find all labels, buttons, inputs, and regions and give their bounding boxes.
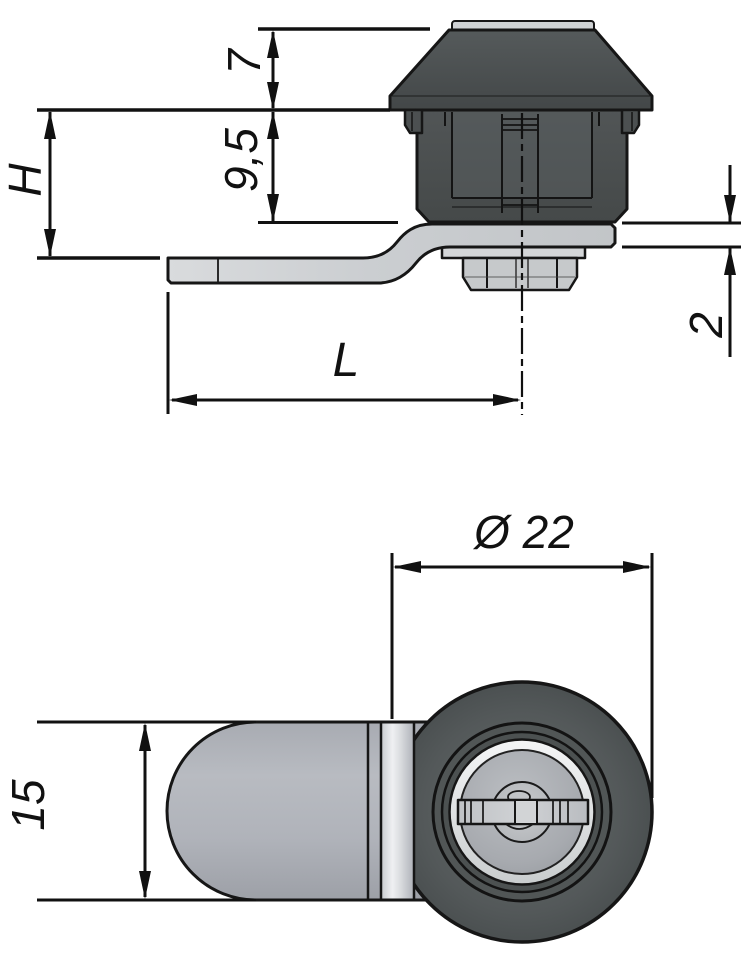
dim-label-cam-length: L: [333, 334, 360, 387]
front-view-dimensions: Ø 22 15: [2, 506, 654, 902]
arrowhead: [267, 194, 279, 222]
lock-cap: [388, 28, 654, 112]
side-view-dimensions: 7 9,5 H 2 L: [0, 27, 741, 414]
body-clip-left: [403, 108, 424, 135]
arrowhead: [724, 247, 736, 275]
arrowhead: [267, 111, 279, 139]
arrowhead: [169, 394, 197, 406]
arrowhead: [139, 871, 151, 899]
body-clip-right: [620, 108, 641, 135]
arrowhead: [44, 229, 56, 257]
boss-detail-bottom: [505, 823, 534, 830]
arrowhead: [724, 195, 736, 223]
side-view: [166, 20, 654, 415]
key-slot-center: [514, 799, 538, 825]
cam-bracket-strip: [381, 722, 414, 900]
arrowhead: [44, 111, 56, 139]
dim-label-diameter: Ø 22: [472, 506, 574, 558]
front-view: [165, 680, 654, 944]
arrowhead: [267, 82, 279, 110]
arrowhead: [493, 394, 521, 406]
dim-label-install-height: H: [0, 163, 51, 197]
washer: [440, 245, 587, 260]
dim-label-cap-height: 7: [218, 48, 270, 75]
arrowhead: [623, 561, 651, 573]
dim-label-cam-thickness: 2: [680, 312, 732, 339]
arrowhead: [139, 723, 151, 751]
arrowhead: [267, 30, 279, 58]
dim-label-cam-width: 15: [2, 779, 54, 831]
mounting-nut: [461, 256, 579, 292]
arrowhead: [393, 561, 421, 573]
cam-lever: [166, 222, 617, 285]
dim-label-body-height: 9,5: [215, 128, 267, 192]
